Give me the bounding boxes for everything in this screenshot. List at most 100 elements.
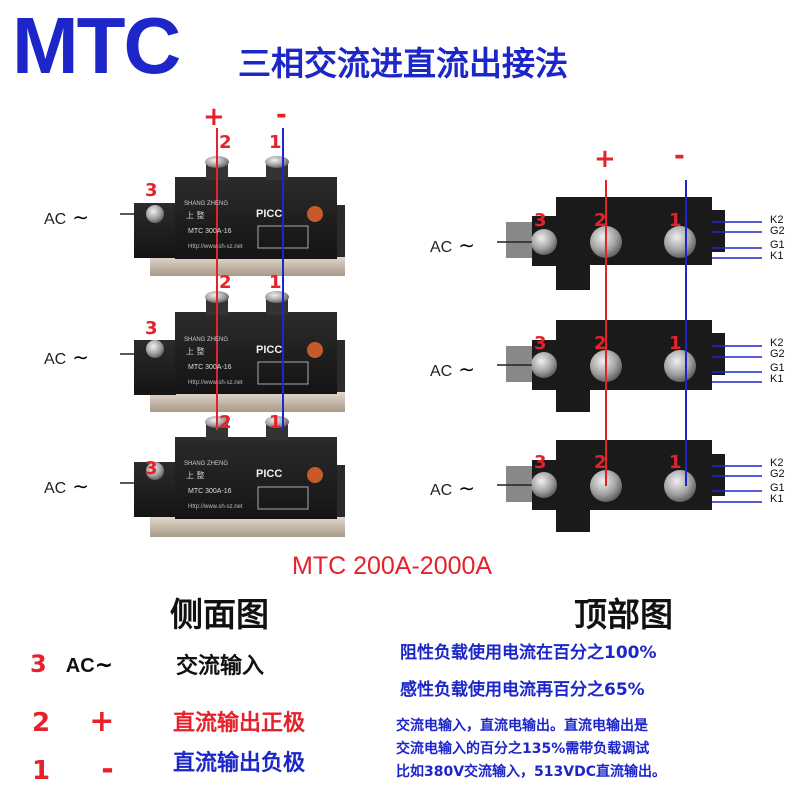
pin-label: K1 — [770, 250, 784, 262]
note-line-3: 比如380V交流输入，513VDC直流输出。 — [396, 764, 667, 780]
side-num-1: 1 — [269, 272, 282, 293]
side-wiring — [120, 128, 284, 484]
note-resistive: 阻性负载使用电流在百分之100% — [400, 643, 657, 663]
module-logo: PICC — [256, 468, 283, 480]
legend-row-2: 2 + — [32, 704, 114, 739]
note-inductive: 感性负载使用电流再百分之65% — [400, 680, 645, 700]
top-num-2: 2 — [594, 333, 607, 354]
pin-labels-1: K2 G2 G1 K1 — [770, 215, 785, 262]
ac-label: AC — [430, 239, 453, 256]
top-num-2: 2 — [594, 210, 607, 231]
title-brand: MTC — [12, 1, 181, 90]
module-model: MTC 300A-16 — [188, 364, 232, 371]
top-plus-sign: + — [594, 144, 616, 174]
legend-num: 3 — [30, 650, 47, 678]
side-module-1-label: SHANG ZHENG 上 整 PICC MTC 300A-16 Http://… — [180, 198, 330, 253]
side-num-2: 2 — [219, 132, 232, 153]
side-num-1: 1 — [269, 132, 282, 153]
pin-label: G2 — [770, 468, 785, 480]
module-brand: SHANG ZHENG — [184, 337, 229, 343]
side-num-1: 1 — [269, 412, 282, 433]
side-ac-input-1: AC ∼ — [44, 205, 89, 229]
top-ac-input-3: AC ∼ — [430, 476, 475, 500]
note-line-1: 交流电输入，直流电输出。直流电输出是 — [396, 718, 648, 734]
side-view-title: 侧面图 — [170, 595, 269, 634]
pin-label: K1 — [770, 493, 784, 505]
side-num-2: 2 — [219, 272, 232, 293]
side-module-2 — [134, 291, 345, 412]
ac-label: AC — [430, 363, 453, 380]
pin-labels-2: K2 G2 G1 K1 — [770, 338, 785, 385]
top-num-3: 3 — [534, 333, 547, 354]
top-num-3: 3 — [534, 210, 547, 231]
top-num-3: 3 — [534, 452, 547, 473]
title-subtitle: 三相交流进直流出接法 — [238, 44, 568, 83]
side-ac-input-3: AC ∼ — [44, 474, 89, 498]
top-module-2 — [506, 320, 762, 412]
note-line-2: 交流电输入的百分之135%需带负载调试 — [396, 741, 650, 757]
top-minus-sign: - — [674, 141, 685, 171]
ac-label: AC — [44, 211, 67, 228]
pin-labels-3: K2 G2 G1 K1 — [770, 458, 785, 505]
module-brand-cn: 上 整 — [186, 211, 205, 220]
legend-row-3: 3 AC∼ — [30, 650, 113, 678]
side-ac-input-2: AC ∼ — [44, 345, 89, 369]
pin-label: G1 — [770, 482, 785, 494]
pin-label: K2 — [770, 337, 784, 349]
top-ac-input-2: AC ∼ — [430, 357, 475, 381]
side-plus-sign: + — [203, 102, 225, 132]
side-minus-sign: - — [276, 100, 287, 130]
legend-symbol: + — [89, 704, 115, 739]
pin-label: G2 — [770, 348, 785, 360]
legend-num: 2 — [32, 708, 51, 738]
ac-wave-icon: ∼ — [458, 357, 475, 381]
module-brand: SHANG ZHENG — [184, 201, 229, 207]
pin-label: K1 — [770, 373, 784, 385]
ac-wave-icon: ∼ — [72, 205, 89, 229]
legend-desc-positive: 直流输出正极 — [173, 711, 306, 736]
top-num-1: 1 — [669, 452, 682, 473]
legend-desc-negative: 直流输出负极 — [173, 751, 306, 776]
ac-label: AC — [44, 351, 67, 368]
legend-num: 1 — [32, 756, 51, 786]
pin-label: K2 — [770, 457, 784, 469]
top-num-1: 1 — [669, 210, 682, 231]
module-logo: PICC — [256, 344, 283, 356]
ac-label: AC — [44, 480, 67, 497]
module-brand-cn: 上 整 — [186, 347, 205, 356]
legend-symbol: AC — [65, 655, 95, 677]
ac-wave-icon: ∼ — [458, 476, 475, 500]
side-num-2: 2 — [219, 412, 232, 433]
side-num-3: 3 — [145, 318, 158, 339]
pin-label: G2 — [770, 225, 785, 237]
range-label: MTC 200A-2000A — [292, 552, 493, 580]
top-view-title: 顶部图 — [574, 595, 673, 634]
pin-label: G1 — [770, 362, 785, 374]
module-logo: PICC — [256, 208, 283, 220]
module-url: Http://www.sh-sz.net — [188, 380, 243, 386]
top-module-3 — [506, 440, 762, 532]
module-url: Http://www.sh-sz.net — [188, 504, 243, 510]
side-module-3-label: SHANG ZHENG 上 整 PICC MTC 300A-16 Http://… — [180, 458, 330, 513]
top-num-2: 2 — [594, 452, 607, 473]
module-model: MTC 300A-16 — [188, 488, 232, 495]
side-num-3: 3 — [145, 180, 158, 201]
ac-wave-icon: ∼ — [72, 345, 89, 369]
ac-wave-icon: ∼ — [458, 233, 475, 257]
legend-symbol: - — [101, 752, 114, 787]
module-brand: SHANG ZHENG — [184, 461, 229, 467]
ac-wave-icon: ∼ — [72, 474, 89, 498]
side-module-1 — [134, 156, 345, 276]
top-num-1: 1 — [669, 333, 682, 354]
side-module-2-label: SHANG ZHENG 上 整 PICC MTC 300A-16 Http://… — [180, 334, 330, 389]
module-model: MTC 300A-16 — [188, 228, 232, 235]
side-num-3: 3 — [145, 458, 158, 479]
top-wiring — [497, 180, 687, 486]
legend-row-1: 1 - — [32, 752, 114, 787]
pin-label: K2 — [770, 214, 784, 226]
legend-desc-ac: 交流输入 — [176, 654, 265, 679]
module-brand-cn: 上 整 — [186, 471, 205, 480]
ac-label: AC — [430, 482, 453, 499]
module-url: Http://www.sh-sz.net — [188, 244, 243, 250]
